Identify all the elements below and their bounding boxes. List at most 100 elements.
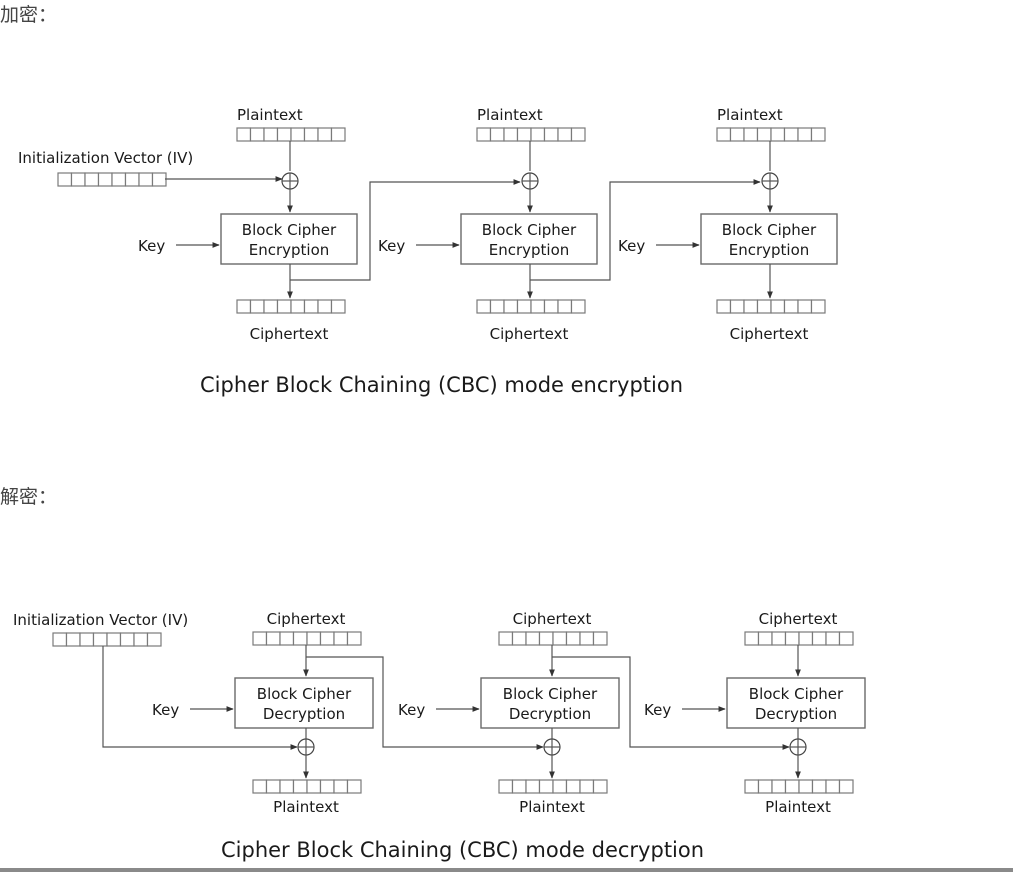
register-cell — [476, 127, 492, 142]
register-cell — [825, 779, 841, 794]
register-cell — [92, 632, 108, 647]
xor-icon — [281, 172, 299, 190]
plaintext-register — [236, 127, 346, 142]
block-cipher-decryption-box — [234, 677, 374, 729]
register-cell — [317, 299, 333, 314]
enc-iv-register — [57, 172, 167, 187]
register-cell — [810, 127, 826, 142]
register-cell — [330, 127, 346, 142]
dec-iv-label: Initialization Vector (IV) — [13, 611, 188, 629]
register-cell — [516, 299, 532, 314]
register-cell — [265, 631, 281, 646]
register-cell — [770, 299, 786, 314]
ciphertext-label: Ciphertext — [730, 325, 809, 343]
box-label-line2: Decryption — [509, 705, 591, 723]
block-cipher-decryption-box — [726, 677, 866, 729]
register-cell — [771, 631, 787, 646]
plaintext-label: Plaintext — [717, 106, 783, 124]
block-cipher-encryption-box — [220, 213, 358, 265]
register-cell — [138, 172, 154, 187]
register-cell — [543, 299, 559, 314]
key-label: Key — [378, 237, 405, 255]
register-cell — [236, 299, 252, 314]
register-cell — [743, 299, 759, 314]
register-cell — [306, 779, 322, 794]
register-cell — [565, 631, 581, 646]
plaintext-label: Plaintext — [273, 798, 339, 816]
enc-iv-cells — [57, 172, 167, 187]
register-cell — [290, 299, 306, 314]
key-label: Key — [138, 237, 165, 255]
register-cell — [317, 127, 333, 142]
register-cell — [124, 172, 140, 187]
register-cell — [249, 127, 265, 142]
box-label-line2: Encryption — [729, 241, 810, 259]
register-cell — [292, 631, 308, 646]
xor-icon — [543, 738, 561, 756]
register-cell — [70, 172, 86, 187]
register-cell — [538, 631, 554, 646]
register-cell — [276, 299, 292, 314]
ciphertext-register — [744, 631, 854, 646]
register-cell — [236, 127, 252, 142]
decryption-heading: 解密： — [0, 486, 58, 508]
enc-caption: Cipher Block Chaining (CBC) mode encrypt… — [200, 373, 683, 397]
ciphertext-register — [476, 299, 586, 314]
encryption-heading: 加密： — [0, 4, 58, 26]
register-cell — [498, 631, 514, 646]
key-label: Key — [398, 701, 425, 719]
register-cell — [579, 779, 595, 794]
xor-icon — [297, 738, 315, 756]
xor-icon — [761, 172, 779, 190]
register-cell — [489, 127, 505, 142]
register-cell — [783, 299, 799, 314]
register-cell — [106, 632, 122, 647]
register-cell — [811, 631, 827, 646]
register-cell — [279, 631, 295, 646]
block-cipher-encryption-box — [460, 213, 598, 265]
register-cell — [330, 299, 346, 314]
ciphertext-label: Ciphertext — [490, 325, 569, 343]
box-label-line1: Block Cipher — [749, 685, 844, 703]
register-cell — [729, 127, 745, 142]
register-cell — [570, 299, 586, 314]
register-cell — [511, 779, 527, 794]
enc-chain-lines — [165, 176, 761, 281]
register-cell — [511, 631, 527, 646]
register-cell — [757, 631, 773, 646]
register-cell — [84, 172, 100, 187]
plaintext-label: Plaintext — [519, 798, 585, 816]
register-cell — [530, 127, 546, 142]
register-cell — [151, 172, 167, 187]
register-cell — [557, 127, 573, 142]
register-cell — [303, 127, 319, 142]
register-cell — [770, 127, 786, 142]
register-cell — [97, 172, 113, 187]
decryption-diagram: Initialization Vector (IV) CiphertextBlo… — [13, 610, 866, 862]
register-cell — [489, 299, 505, 314]
register-cell — [783, 127, 799, 142]
register-cell — [798, 779, 814, 794]
register-cell — [811, 779, 827, 794]
ciphertext-register — [498, 631, 608, 646]
box-label-line2: Decryption — [755, 705, 837, 723]
register-cell — [798, 631, 814, 646]
register-cell — [810, 299, 826, 314]
box-label-line2: Decryption — [263, 705, 345, 723]
register-cell — [111, 172, 127, 187]
register-cell — [498, 779, 514, 794]
dec-iv-to-xor-line — [102, 646, 298, 750]
register-cell — [716, 299, 732, 314]
dec-iv-cells — [52, 632, 162, 647]
register-cell — [252, 631, 268, 646]
key-label: Key — [618, 237, 645, 255]
dec-caption: Cipher Block Chaining (CBC) mode decrypt… — [221, 838, 704, 862]
register-cell — [570, 127, 586, 142]
plaintext-label: Plaintext — [765, 798, 831, 816]
plaintext-label: Plaintext — [237, 106, 303, 124]
register-cell — [503, 299, 519, 314]
